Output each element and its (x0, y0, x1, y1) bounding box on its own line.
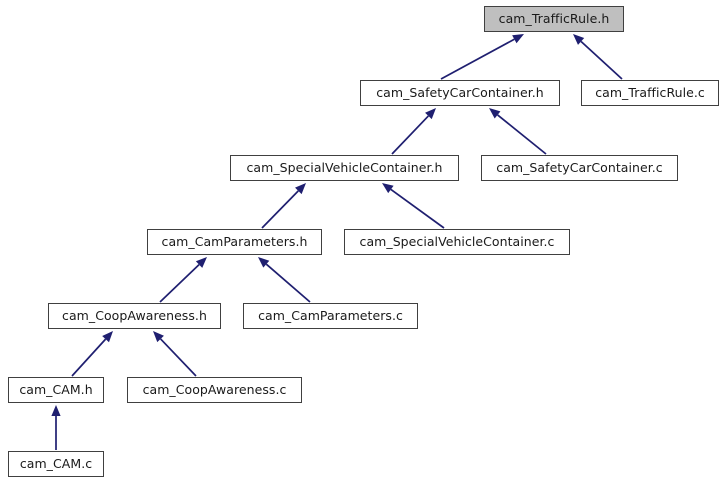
graph-node-label: cam_TrafficRule.c (595, 84, 705, 100)
graph-node-cam-camparameters-c[interactable]: cam_CamParameters.c (243, 303, 418, 329)
graph-edge (382, 183, 445, 229)
graph-edge (71, 331, 113, 377)
graph-edge (258, 257, 311, 303)
graph-edge (573, 34, 623, 80)
graph-edge-arrowhead (425, 108, 436, 120)
graph-edge (391, 108, 436, 155)
graph-edge-arrowhead (382, 183, 394, 194)
graph-edge-arrowhead (102, 331, 113, 343)
graph-edge-arrowhead (153, 331, 164, 343)
graph-node-label: cam_CoopAwareness.h (62, 307, 207, 323)
graph-edge (440, 34, 524, 80)
graph-node-label: cam_SafetyCarContainer.c (496, 159, 663, 175)
graph-edge-arrowhead (512, 34, 524, 44)
graph-edge (51, 405, 61, 450)
graph-edge (261, 183, 306, 229)
graph-node-label: cam_CoopAwareness.c (142, 381, 287, 397)
graph-edge-arrowhead (573, 34, 585, 45)
graph-edge-arrowhead (258, 257, 270, 268)
graph-node-label: cam_SpecialVehicleContainer.c (359, 233, 555, 249)
graph-edge (153, 331, 197, 377)
graph-node-cam-coopawareness-h[interactable]: cam_CoopAwareness.h (48, 303, 221, 329)
graph-edge-arrowhead (195, 257, 207, 268)
graph-node-label: cam_CamParameters.h (161, 233, 308, 249)
graph-node-cam-trafficrule-c[interactable]: cam_TrafficRule.c (581, 80, 719, 106)
graph-edge (159, 257, 207, 303)
graph-node-cam-specialvehiclecontainer-h[interactable]: cam_SpecialVehicleContainer.h (230, 155, 459, 181)
graph-node-label: cam_CamParameters.c (258, 307, 403, 323)
graph-edge-arrowhead (51, 405, 61, 416)
graph-node-cam-trafficrule-h[interactable]: cam_TrafficRule.h (484, 6, 624, 32)
graph-edge-arrowhead (489, 108, 501, 119)
graph-node-label: cam_CAM.h (19, 381, 93, 397)
graph-node-label: cam_CAM.c (19, 455, 93, 471)
graph-edge (489, 108, 547, 155)
graph-node-cam-safetycarcontainer-c[interactable]: cam_SafetyCarContainer.c (481, 155, 678, 181)
graph-node-label: cam_TrafficRule.h (498, 10, 610, 26)
graph-node-cam-camparameters-h[interactable]: cam_CamParameters.h (147, 229, 322, 255)
graph-node-label: cam_SafetyCarContainer.h (376, 84, 544, 100)
graph-node-cam-coopawareness-c[interactable]: cam_CoopAwareness.c (127, 377, 302, 403)
graph-node-cam-safetycarcontainer-h[interactable]: cam_SafetyCarContainer.h (360, 80, 560, 106)
graph-edge-arrowhead (295, 183, 306, 195)
graph-node-label: cam_SpecialVehicleContainer.h (246, 159, 443, 175)
graph-node-cam-cam-c[interactable]: cam_CAM.c (8, 451, 104, 477)
graph-node-cam-specialvehiclecontainer-c[interactable]: cam_SpecialVehicleContainer.c (344, 229, 570, 255)
graph-node-cam-cam-h[interactable]: cam_CAM.h (8, 377, 104, 403)
